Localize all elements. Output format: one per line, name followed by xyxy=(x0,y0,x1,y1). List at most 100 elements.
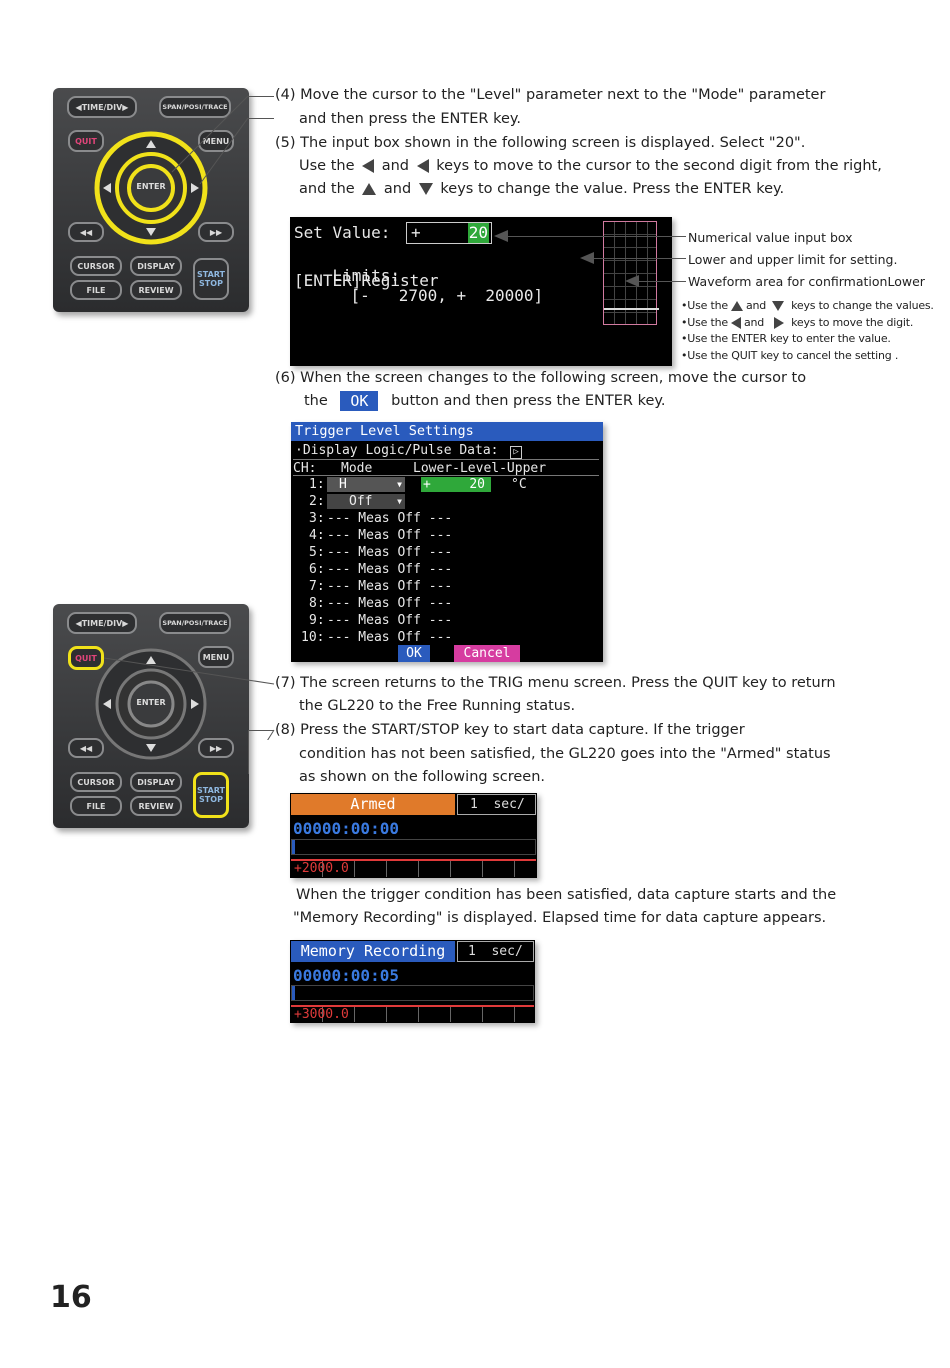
cursor-ring-highlighted[interactable] xyxy=(91,128,211,248)
step4-line1: (4) Move the cursor to the "Level" param… xyxy=(275,87,826,103)
remote-control-bottom: ◀TIME/DIV▶ SPAN/POSI/TRACE QUIT MENU ENT… xyxy=(53,604,249,828)
time-div-key[interactable]: ◀TIME/DIV▶ xyxy=(67,612,137,634)
step4-line2: and then press the ENTER key. xyxy=(299,111,522,127)
step8-line1: (8) Press the START/STOP key to start da… xyxy=(275,722,745,738)
sample-rate: 1 sec/ xyxy=(457,794,536,815)
elapsed-time: 00000:00:00 xyxy=(293,819,399,838)
down-arrow-icon xyxy=(772,301,785,311)
cancel-button[interactable]: Cancel xyxy=(454,645,520,662)
expand-icon[interactable]: ▷ xyxy=(510,446,522,459)
enter-key[interactable]: ENTER xyxy=(136,698,166,707)
left-arrow-icon xyxy=(362,159,375,173)
memory-recording-screen: Memory Recording 1 sec/ 00000:00:05 +300… xyxy=(290,940,535,1023)
waveform-area xyxy=(603,221,659,325)
display-key[interactable]: DISPLAY xyxy=(130,256,182,276)
set-value-row: Set Value: xyxy=(294,223,391,242)
selected-digit: 20 xyxy=(467,223,489,243)
review-key[interactable]: REVIEW xyxy=(130,280,182,300)
rewind-key[interactable]: ◀◀ xyxy=(68,222,104,242)
step7-line1: (7) The screen returns to the TRIG menu … xyxy=(275,675,836,691)
sample-rate: 1 sec/ xyxy=(457,941,534,962)
cursor-key[interactable]: CURSOR xyxy=(70,256,122,276)
connector-line xyxy=(248,730,274,731)
page-number: 16 xyxy=(50,1280,92,1315)
step5-line2: Use the and keys to move to the cursor t… xyxy=(299,158,882,174)
connector-lines xyxy=(103,657,275,740)
up-arrow-icon xyxy=(731,301,743,311)
after-line1: When the trigger condition has been sati… xyxy=(296,887,837,903)
menu-key[interactable]: MENU xyxy=(198,130,234,152)
span-posi-trace-key[interactable]: SPAN/POSI/TRACE xyxy=(159,612,231,634)
callout-line-numerical xyxy=(500,236,686,237)
connector-line xyxy=(248,730,249,774)
up-arrow-icon xyxy=(362,183,377,195)
callout-limits: Lower and upper limit for setting. xyxy=(688,252,898,267)
ok-button-inline: OK xyxy=(340,391,379,411)
step8-line3: as shown on the following screen. xyxy=(299,769,546,785)
connector-lines xyxy=(171,95,249,185)
recording-status-bar: Memory Recording xyxy=(291,941,455,962)
cursor-ring[interactable] xyxy=(91,644,211,764)
cursor-key[interactable]: CURSOR xyxy=(70,772,122,792)
ok-button[interactable]: OK xyxy=(398,645,430,662)
bullet-quit: •Use the QUIT key to cancel the setting … xyxy=(681,349,899,362)
armed-status-screen: Armed 1 sec/ 00000:00:00 +2000.0 xyxy=(290,793,537,878)
fast-forward-key[interactable]: ▶▶ xyxy=(198,738,234,758)
step5-line1: (5) The input box shown in the following… xyxy=(275,135,806,151)
callout-arrow-head xyxy=(580,252,594,264)
after-line2: "Memory Recording" is displayed. Elapsed… xyxy=(293,910,827,926)
level-field-ch1[interactable]: + 20 xyxy=(421,477,491,492)
callout-waveform: Waveform area for confirmationLower xyxy=(688,274,925,289)
mode-select-ch2[interactable]: Off ▼ xyxy=(327,494,405,509)
rewind-key[interactable]: ◀◀ xyxy=(68,738,104,758)
menu-key[interactable]: MENU xyxy=(198,646,234,668)
left-arrow-icon xyxy=(416,159,429,173)
step6-line2: the OK button and then press the ENTER k… xyxy=(304,391,666,411)
quit-key-highlighted[interactable]: QUIT xyxy=(68,646,104,670)
step6-line1: (6) When the screen changes to the follo… xyxy=(275,370,807,386)
file-key[interactable]: FILE xyxy=(70,796,122,816)
limits-row: Limits: [- 2700, + 20000] xyxy=(332,266,544,305)
step7-line2: the GL220 to the Free Running status. xyxy=(299,698,576,714)
table-row-ch2[interactable]: 2: Off ▼ xyxy=(291,493,603,510)
span-posi-trace-key[interactable]: SPAN/POSI/TRACE xyxy=(159,96,231,118)
mode-select-ch1[interactable]: H ▼ xyxy=(327,477,405,492)
trigger-level-screen: Trigger Level Settings ·Display Logic/Pu… xyxy=(291,422,603,662)
table-row-ch1[interactable]: 1: H ▼ + 20 °C xyxy=(309,477,527,492)
register-hint: [ENTER]Register xyxy=(294,271,439,290)
elapsed-time: 00000:00:05 xyxy=(293,966,399,985)
down-arrow-icon xyxy=(418,183,433,195)
review-key[interactable]: REVIEW xyxy=(130,796,182,816)
file-key[interactable]: FILE xyxy=(70,280,122,300)
progress-track xyxy=(291,839,536,855)
value-bar: +3000.0 xyxy=(291,1005,534,1022)
callout-arrow-head xyxy=(494,230,508,242)
connector-line xyxy=(248,96,274,97)
value-bar: +2000.0 xyxy=(291,859,536,877)
callout-arrow-head xyxy=(625,275,639,287)
connector-line xyxy=(248,118,274,119)
display-key[interactable]: DISPLAY xyxy=(130,772,182,792)
callout-numerical: Numerical value input box xyxy=(688,230,853,245)
step5-line3: and the and keys to change the value. Pr… xyxy=(299,181,785,197)
enter-key[interactable]: ENTER xyxy=(136,182,166,191)
input-box[interactable]: + 20 xyxy=(406,222,492,244)
progress-track xyxy=(291,985,534,1001)
screen-title-bar: Trigger Level Settings xyxy=(291,422,603,441)
fast-forward-key[interactable]: ▶▶ xyxy=(198,222,234,242)
dropdown-arrow-icon: ▼ xyxy=(397,480,402,489)
time-div-key[interactable]: ◀TIME/DIV▶ xyxy=(67,96,137,118)
armed-status-bar: Armed xyxy=(291,794,455,815)
right-arrow-icon xyxy=(774,317,785,329)
set-value-screen: Set Value: + 20 Limits: [- 2700, + 20000… xyxy=(290,217,672,366)
step8-line2: condition has not been satisfied, the GL… xyxy=(299,746,831,762)
quit-key[interactable]: QUIT xyxy=(68,130,104,152)
callout-line-waveform xyxy=(631,281,686,282)
column-header: CH: Mode Lower-Level-Upper xyxy=(293,459,599,476)
dropdown-arrow-icon: ▼ xyxy=(397,497,402,506)
remote-control-top: ◀TIME/DIV▶ SPAN/POSI/TRACE QUIT MENU ENT… xyxy=(53,88,249,312)
